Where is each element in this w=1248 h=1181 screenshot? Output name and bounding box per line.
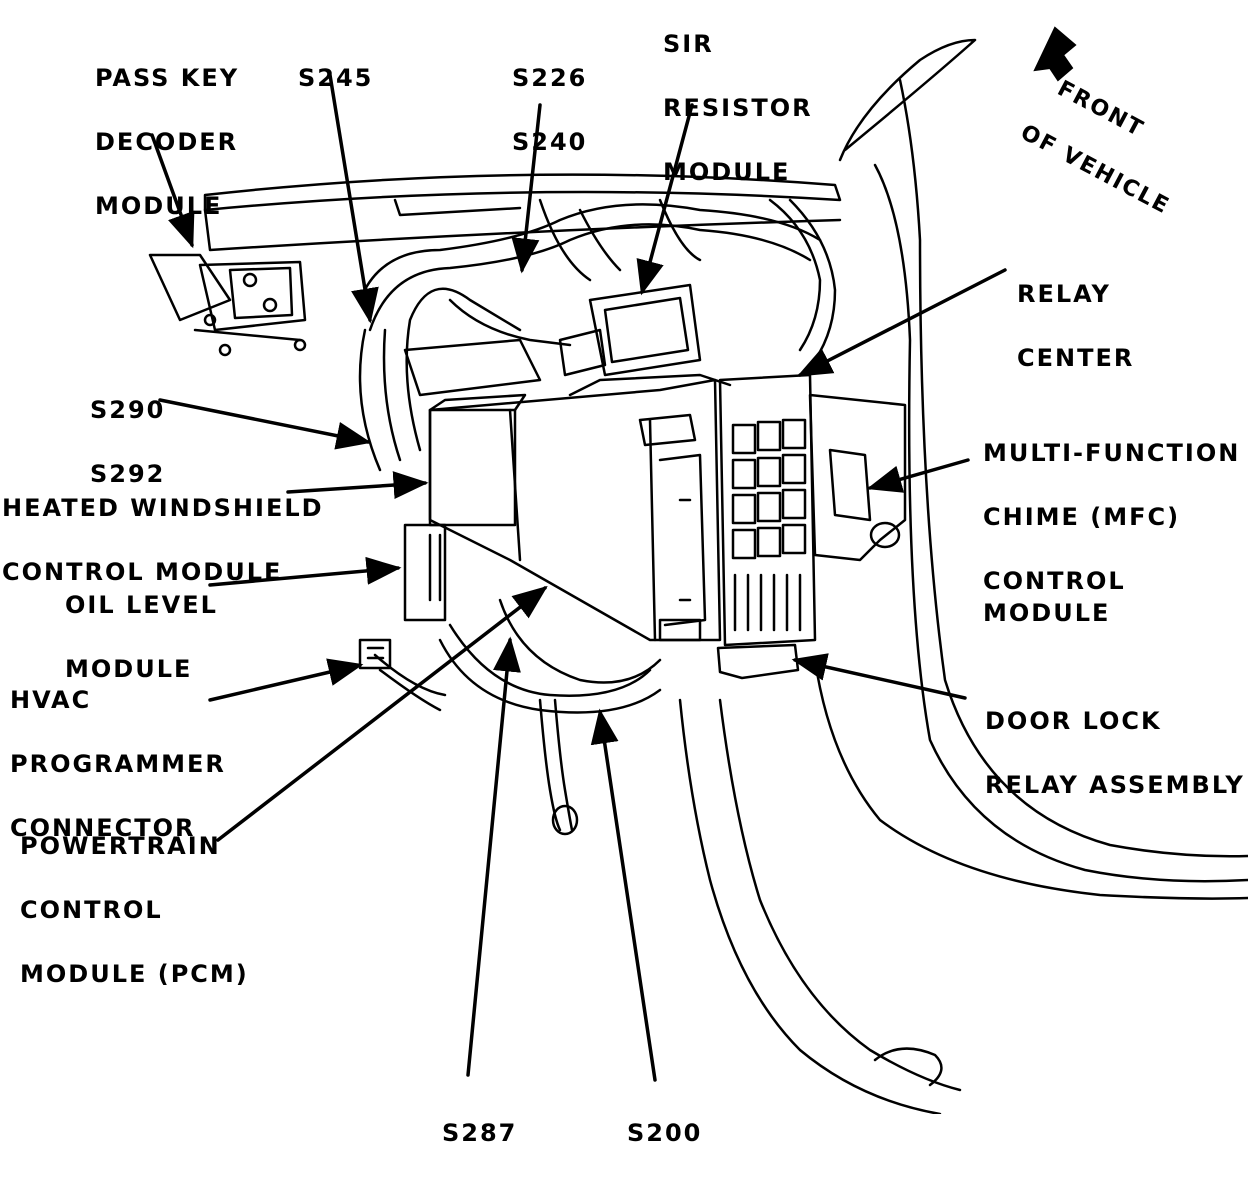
label-hvac-programmer-connector: HVAC PROGRAMMER CONNECTOR xyxy=(10,652,226,876)
sir-resistor-module-drawing xyxy=(558,283,702,377)
label-line: CONTROL MODULE xyxy=(983,567,1126,627)
relay-center-drawing xyxy=(718,373,817,647)
label-s287: S287 xyxy=(442,1085,517,1181)
label-line: MODULE (PCM) xyxy=(20,960,249,988)
label-s290-s292: S290 S292 xyxy=(90,362,165,522)
label-line: S245 xyxy=(298,64,374,92)
pointer-arrows xyxy=(150,73,1007,1082)
label-sir-resistor-module: SIR RESISTOR MODULE xyxy=(663,0,813,220)
label-line: CONTROL xyxy=(20,896,163,924)
component-drawing xyxy=(148,26,1248,1114)
arrow-mfc xyxy=(866,458,970,493)
arrow-pcm xyxy=(216,585,548,842)
label-line: CONNECTOR xyxy=(10,814,196,842)
label-s200: S200 xyxy=(627,1085,702,1181)
diagram-stage: PASS KEY DECODER MODULE S245 S226 S240 S… xyxy=(2,0,1248,1147)
label-line: MODULE xyxy=(663,158,791,186)
label-line: PASS KEY xyxy=(95,64,240,92)
label-line: HVAC xyxy=(10,686,92,714)
label-line: DECODER xyxy=(95,128,239,156)
arrow-s290 xyxy=(158,398,372,450)
label-line: MULTI-FUNCTION xyxy=(983,439,1241,467)
pcm-housing-drawing xyxy=(403,338,732,642)
label-powertrain-control-module: POWERTRAIN CONTROL MODULE (PCM) xyxy=(20,798,249,1022)
label-s245: S245 xyxy=(298,30,373,126)
label-line: S287 xyxy=(442,1119,518,1147)
arrow-s245 xyxy=(328,73,379,324)
label-line: PROGRAMMER xyxy=(10,750,226,778)
label-line: RELAY ASSEMBLY xyxy=(985,771,1245,799)
label-line: CONTROL MODULE xyxy=(2,558,283,586)
label-line: RELAY xyxy=(1017,280,1111,308)
label-line: S226 xyxy=(512,64,588,92)
label-line: CHIME (MFC) xyxy=(983,503,1181,531)
hvac-connector-drawing xyxy=(358,638,392,670)
label-line: S290 xyxy=(90,396,166,424)
label-pass-key-decoder-module: PASS KEY DECODER MODULE xyxy=(95,30,239,254)
label-oil-level-module: OIL LEVEL MODULE xyxy=(65,557,218,717)
front-direction-arrow-icon xyxy=(1033,26,1077,82)
mfc-module-drawing xyxy=(808,393,907,562)
label-line: CENTER xyxy=(1017,344,1135,372)
dashboard-outline xyxy=(148,173,842,322)
heated-windshield-module-drawing xyxy=(428,393,527,527)
door-lock-relay-drawing xyxy=(716,643,800,680)
body-panel-drawing xyxy=(678,38,1248,1114)
pass-key-decoder-module-drawing xyxy=(193,260,307,357)
label-relay-center: RELAY CENTER xyxy=(1017,246,1134,406)
lower-wiring-drawing xyxy=(373,598,662,836)
arrow-s226 xyxy=(511,103,542,274)
label-line: RESISTOR xyxy=(663,94,813,122)
label-line: S240 xyxy=(512,128,588,156)
arrow-door-lock xyxy=(791,653,967,700)
label-line: DOOR LOCK xyxy=(985,707,1162,735)
arrow-sir xyxy=(636,103,694,296)
label-line: HEATED WINDSHIELD xyxy=(2,494,324,522)
arrow-oil xyxy=(208,556,402,587)
label-line: POWERTRAIN xyxy=(20,832,221,860)
label-line: MODULE xyxy=(95,192,223,220)
arrow-s287 xyxy=(466,636,521,1077)
label-mfc-control-module: MULTI-FUNCTION CHIME (MFC) CONTROL MODUL… xyxy=(983,405,1248,661)
label-line: MODULE xyxy=(65,655,193,683)
arrow-relay-center xyxy=(796,268,1007,377)
arrow-s200 xyxy=(590,708,657,1082)
arrow-hvac xyxy=(208,658,364,702)
label-line: S200 xyxy=(627,1119,703,1147)
label-line: S292 xyxy=(90,460,166,488)
label-door-lock-relay-assembly: DOOR LOCK RELAY ASSEMBLY xyxy=(985,673,1245,833)
oil-level-module-drawing xyxy=(403,523,447,622)
label-s226-s240: S226 S240 xyxy=(512,30,587,190)
arrow-heated xyxy=(286,471,429,500)
label-line: OIL LEVEL xyxy=(65,591,218,619)
label-line: SIR xyxy=(663,30,714,58)
label-heated-windshield-control-module: HEATED WINDSHIELD CONTROL MODULE xyxy=(2,460,324,620)
arrow-pass-key xyxy=(150,133,195,249)
